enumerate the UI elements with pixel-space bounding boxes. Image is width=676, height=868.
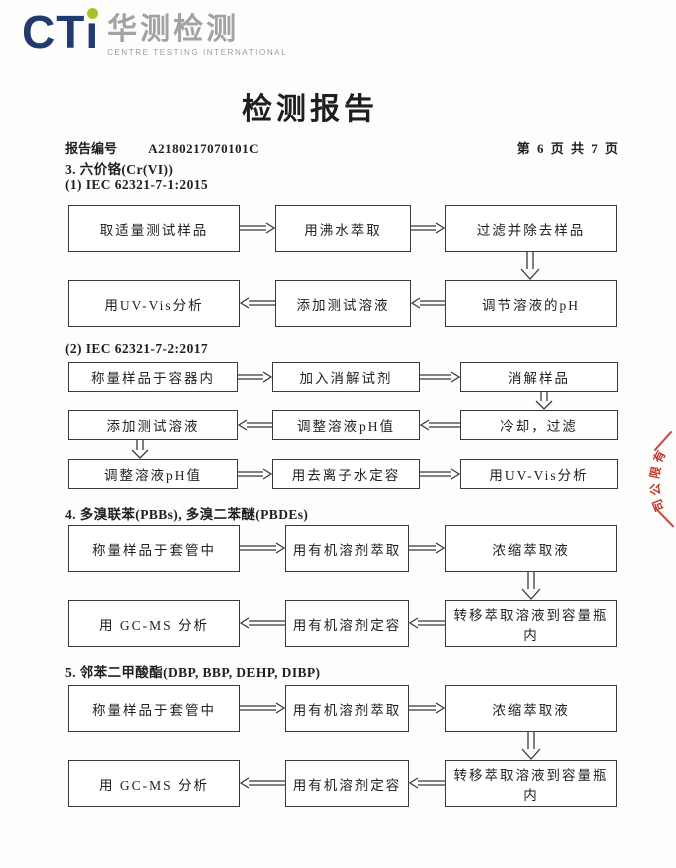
flow-box: 用有机溶剂萃取	[285, 685, 409, 732]
arrow-left-icon	[409, 777, 445, 789]
flow-box: 用有机溶剂定容	[285, 600, 409, 647]
report-no-label: 报告编号	[65, 141, 118, 156]
arrow-right-icon	[238, 371, 272, 383]
stamp-char: 公	[647, 482, 664, 497]
arrow-down-icon	[521, 732, 541, 760]
flow-box: 冷却，过滤	[460, 410, 618, 440]
arrow-left-icon	[411, 297, 445, 309]
report-no-value: A2180217070101C	[148, 141, 260, 156]
page-title: 检测报告	[242, 93, 378, 126]
flow-box: 添加测试溶液	[68, 410, 238, 440]
arrow-down-icon	[535, 392, 553, 410]
arrow-left-icon	[409, 617, 445, 629]
section3-heading: 3. 六价铬(Cr(VI))	[65, 162, 174, 177]
arrow-right-icon	[420, 468, 460, 480]
flow-box: 称量样品于容器内	[68, 362, 238, 392]
stamp-char: 有	[650, 448, 669, 466]
stamp-char: 限	[647, 465, 664, 480]
section5-heading: 5. 邻苯二甲酸酯(DBP, BBP, DEHP, DIBP)	[65, 665, 321, 680]
flow-box: 用有机溶剂萃取	[285, 525, 409, 572]
red-stamp-fragment: 有 限 公 司	[642, 424, 676, 536]
flow-box: 用去离子水定容	[272, 459, 420, 489]
report-meta: 报告编号 A2180217070101C 第 6 页 共 7 页	[65, 138, 620, 157]
arrow-left-icon	[240, 297, 275, 309]
arrow-left-icon	[420, 419, 460, 431]
flow-box: 过滤并除去样品	[445, 205, 617, 252]
green-dot-icon	[87, 8, 99, 19]
flow-box: 浓缩萃取液	[445, 685, 617, 732]
flow-box: 用 GC-MS 分析	[68, 760, 240, 807]
flow-box: 调整溶液pH值	[272, 410, 420, 440]
section3-f1-label: (1) IEC 62321-7-1:2015	[65, 177, 209, 192]
flow-box: 称量样品于套管中	[68, 525, 240, 572]
arrow-left-icon	[238, 419, 272, 431]
flow-box: 调整溶液pH值	[68, 459, 238, 489]
arrow-right-icon	[240, 702, 285, 714]
flow-box: 用UV-Vis分析	[68, 280, 240, 327]
logo-subtitle: CENTRE TESTING INTERNATIONAL	[107, 48, 288, 57]
arrow-right-icon	[409, 542, 445, 554]
logo-chinese-name: 华测检测	[107, 13, 240, 46]
flow-box: 消解样品	[460, 362, 618, 392]
arrow-right-icon	[420, 371, 460, 383]
flow-box: 用UV-Vis分析	[460, 459, 618, 489]
arrow-right-icon	[238, 468, 272, 480]
flow-box: 用沸水萃取	[275, 205, 411, 252]
flow-box: 用有机溶剂定容	[285, 760, 409, 807]
arrow-right-icon	[240, 542, 285, 554]
flow-box: 添加测试溶液	[275, 280, 411, 327]
flow-box: 用 GC-MS 分析	[68, 600, 240, 647]
section4-heading: 4. 多溴联苯(PBBs), 多溴二苯醚(PBDEs)	[65, 507, 309, 522]
cti-logo: CTı 华测检测 CENTRE TESTING INTERNATIONAL	[22, 6, 287, 58]
flow-box: 转移萃取溶液到容量瓶内	[445, 600, 617, 647]
arrow-right-icon	[409, 702, 445, 714]
section3-f2-label: (2) IEC 62321-7-2:2017	[65, 341, 209, 356]
arrow-down-icon	[521, 572, 541, 600]
arrow-left-icon	[240, 777, 285, 789]
flow-box: 加入消解试剂	[272, 362, 420, 392]
arrow-down-icon	[520, 252, 540, 280]
page-number: 第 6 页 共 7 页	[516, 141, 620, 156]
flow-box: 浓缩萃取液	[445, 525, 617, 572]
logo-text-block: 华测检测 CENTRE TESTING INTERNATIONAL	[107, 6, 288, 58]
arrow-left-icon	[240, 617, 285, 629]
arrow-right-icon	[411, 222, 445, 234]
cti-wordmark: CTı	[22, 6, 99, 58]
flow-box: 取适量测试样品	[68, 205, 240, 252]
arrow-down-icon	[131, 440, 149, 459]
flow-box: 转移萃取溶液到容量瓶内	[445, 760, 617, 807]
flow-box: 调节溶液的pH	[445, 280, 617, 327]
cti-letter-i: ı	[85, 6, 100, 58]
arrow-right-icon	[240, 222, 275, 234]
cti-letters: CT	[22, 6, 86, 58]
flow-box: 称量样品于套管中	[68, 685, 240, 732]
